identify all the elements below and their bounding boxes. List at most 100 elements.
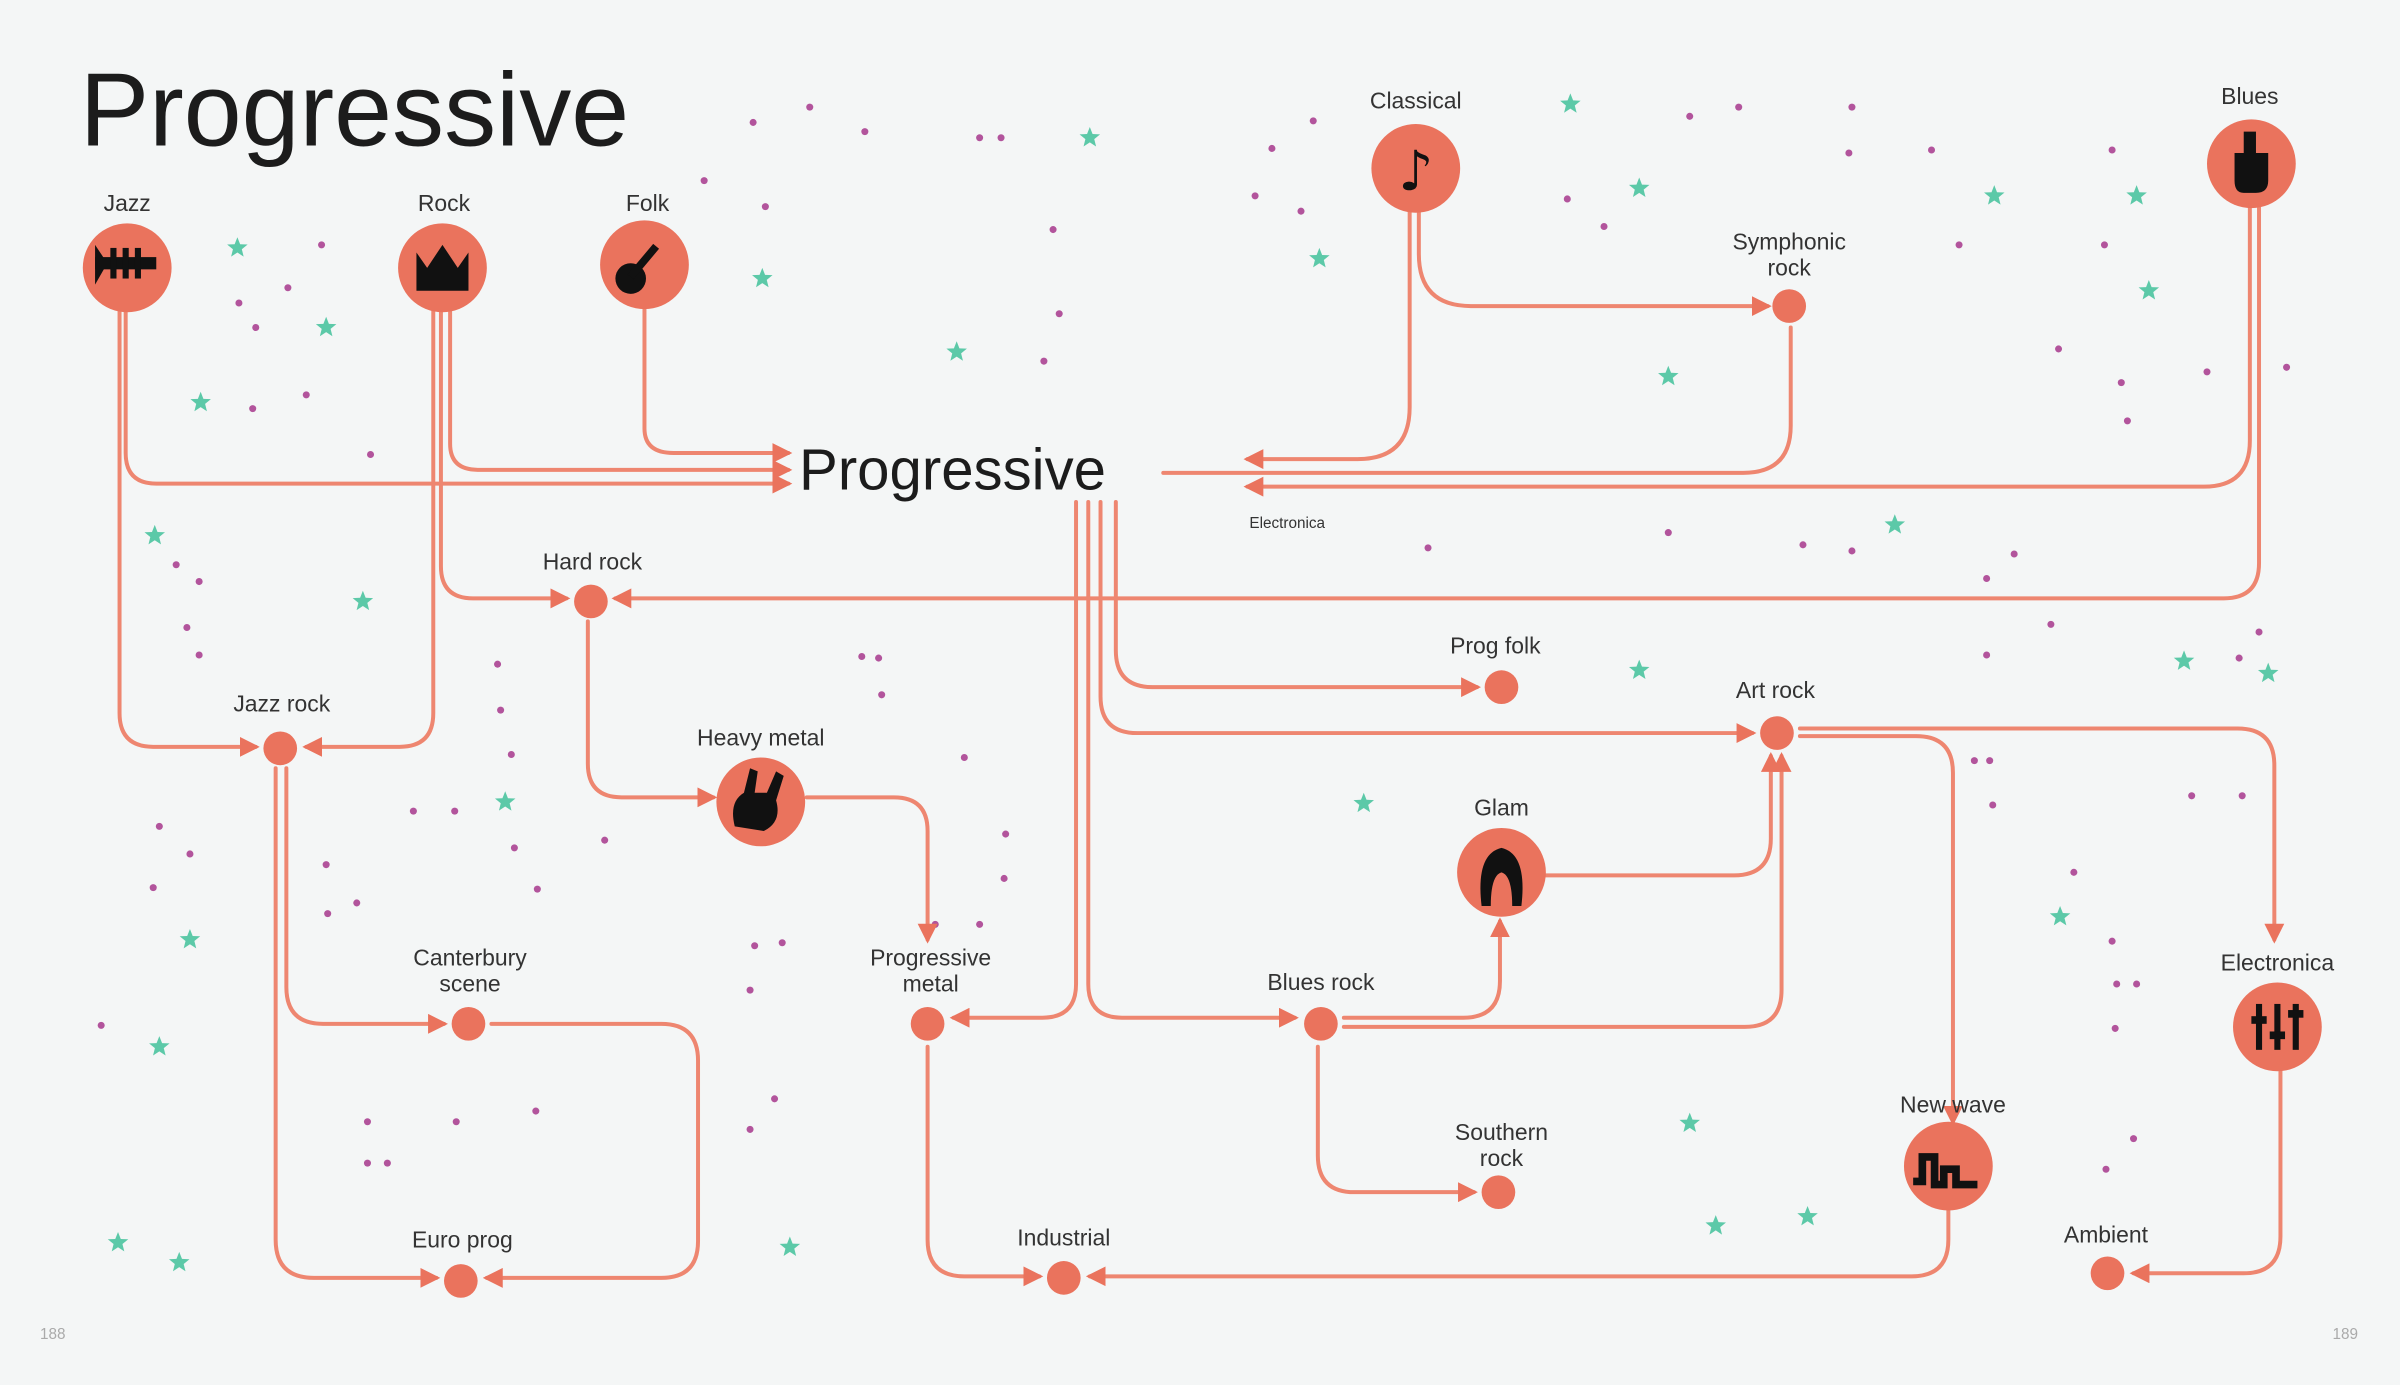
edge-progressive-progfolk <box>1113 499 1481 698</box>
decor-dot <box>186 850 194 858</box>
star-icon <box>107 1231 129 1252</box>
decor-dot <box>2047 620 2055 628</box>
decor-dot <box>533 885 541 893</box>
star-icon <box>2173 650 2195 670</box>
edge-rock-jazzrock <box>302 304 436 757</box>
decor-dot <box>2130 1135 2138 1143</box>
node-label: Progressive <box>870 945 991 971</box>
edge-canterbury-europrog <box>482 1021 701 1288</box>
star-icon <box>1797 1205 1818 1226</box>
node-label: Euro prog <box>412 1226 513 1252</box>
edge-jazzrock-canterbury <box>284 766 448 1034</box>
decorations <box>97 93 2291 1272</box>
decor-dot <box>1055 310 1063 318</box>
decor-dot <box>1989 801 1997 809</box>
node-ambient[interactable]: Ambient <box>2064 1222 2149 1291</box>
node-euro-prog[interactable]: Euro prog <box>412 1226 513 1298</box>
decor-dot <box>318 241 326 249</box>
node-label: Prog folk <box>1450 632 1541 658</box>
edge-symphonic-progressive <box>1161 325 1793 475</box>
decor-dot <box>761 203 769 211</box>
node-label: Jazz <box>104 190 151 216</box>
node-label: Folk <box>626 190 670 216</box>
node-blues[interactable]: Blues <box>2206 83 2296 209</box>
decor-dot <box>2133 980 2141 988</box>
decor-dot <box>2188 792 2196 800</box>
node-classical[interactable]: ♪ Classical <box>1370 88 1462 213</box>
decor-dot <box>1309 117 1317 125</box>
node-folk[interactable]: Folk <box>600 190 689 310</box>
node-jazz[interactable]: Jazz <box>82 190 172 313</box>
node-label: Hard rock <box>543 548 643 574</box>
decor-dot <box>976 920 984 928</box>
edge-bluesrock-southern <box>1315 1044 1478 1203</box>
node-prog-folk[interactable]: Prog folk <box>1450 632 1541 704</box>
star-icon <box>1309 247 1330 268</box>
node-electronica[interactable]: Electronica <box>2221 949 2335 1072</box>
node-canterbury-scene[interactable]: Canterbury scene <box>413 945 527 1041</box>
crown-icon <box>416 244 469 291</box>
horns-hand-icon <box>733 768 784 831</box>
star-icon <box>1658 365 1679 386</box>
decor-dot <box>507 750 515 759</box>
edge-progressive-bluesrock <box>1086 499 1299 1028</box>
edge-electronica-ambient <box>2129 1069 2283 1284</box>
node-symphonic-rock[interactable]: Symphonic rock <box>1732 228 1846 323</box>
decor-dot <box>2010 550 2018 558</box>
edge-rock-hardrock <box>438 304 571 609</box>
decor-dot <box>2111 1024 2119 1032</box>
decor-dot <box>383 1159 391 1167</box>
decor-dot <box>2117 379 2125 387</box>
decor-dot <box>806 103 814 111</box>
node-industrial[interactable]: Industrial <box>1017 1225 1110 1295</box>
decor-dot <box>749 118 757 126</box>
decor-dot <box>1424 544 1432 552</box>
star-icon <box>2138 280 2160 300</box>
node-jazz-rock[interactable]: Jazz rock <box>233 691 331 766</box>
node-glam[interactable]: Glam <box>1457 795 1546 917</box>
star-icon <box>315 316 337 337</box>
star-icon <box>144 524 165 545</box>
node-blues-rock[interactable]: Blues rock <box>1267 969 1375 1041</box>
node-heavy-metal[interactable]: Heavy metal <box>697 724 825 847</box>
decor-dot <box>1268 144 1276 152</box>
decor-dot <box>771 1095 779 1103</box>
star-icon <box>1705 1215 1726 1235</box>
node-progressive-metal[interactable]: Progressive metal <box>870 945 991 1041</box>
node-label: Symphonic <box>1732 228 1845 254</box>
node-art-rock[interactable]: Art rock <box>1736 677 1816 750</box>
decor-dot <box>409 807 417 815</box>
node-label: Glam <box>1474 795 1529 821</box>
node-label: rock <box>1768 254 1812 280</box>
node-new-wave[interactable]: New wave <box>1900 1092 2006 1211</box>
node-hard-rock[interactable]: Hard rock <box>543 548 643 619</box>
node-label: Blues <box>2221 83 2278 109</box>
edge-artrock-electronica <box>1797 726 2285 944</box>
decor-dot <box>367 451 375 459</box>
star-icon <box>179 928 201 949</box>
edge-blues-progressive <box>1243 203 2252 497</box>
decor-dot <box>1000 874 1008 882</box>
decor-dot <box>1928 146 1936 154</box>
electronica-note: Electronica <box>1249 515 1325 532</box>
mixer-sliders-icon <box>2251 1003 2304 1050</box>
decor-dot <box>1002 830 1010 838</box>
edge-hardrock-heavymetal <box>585 619 718 808</box>
decor-dot <box>2055 345 2063 353</box>
page-title: Progressive <box>80 52 629 168</box>
edge-jazz-progressive <box>123 304 793 494</box>
decor-dot <box>1040 357 1048 365</box>
decor-dot <box>183 623 191 631</box>
decor-dot <box>155 822 163 830</box>
star-icon <box>1628 659 1650 680</box>
decor-dot <box>1686 112 1694 120</box>
decor-dot <box>960 754 968 762</box>
decor-dot <box>324 910 332 918</box>
node-label: Rock <box>418 190 471 216</box>
decor-dot <box>700 177 708 185</box>
node-southern-rock[interactable]: Southern rock <box>1455 1119 1548 1210</box>
node-rock[interactable]: Rock <box>398 190 487 313</box>
decor-dot <box>1848 103 1856 111</box>
edge-progmetal-industrial <box>925 1044 1044 1287</box>
decor-dot <box>778 939 786 947</box>
